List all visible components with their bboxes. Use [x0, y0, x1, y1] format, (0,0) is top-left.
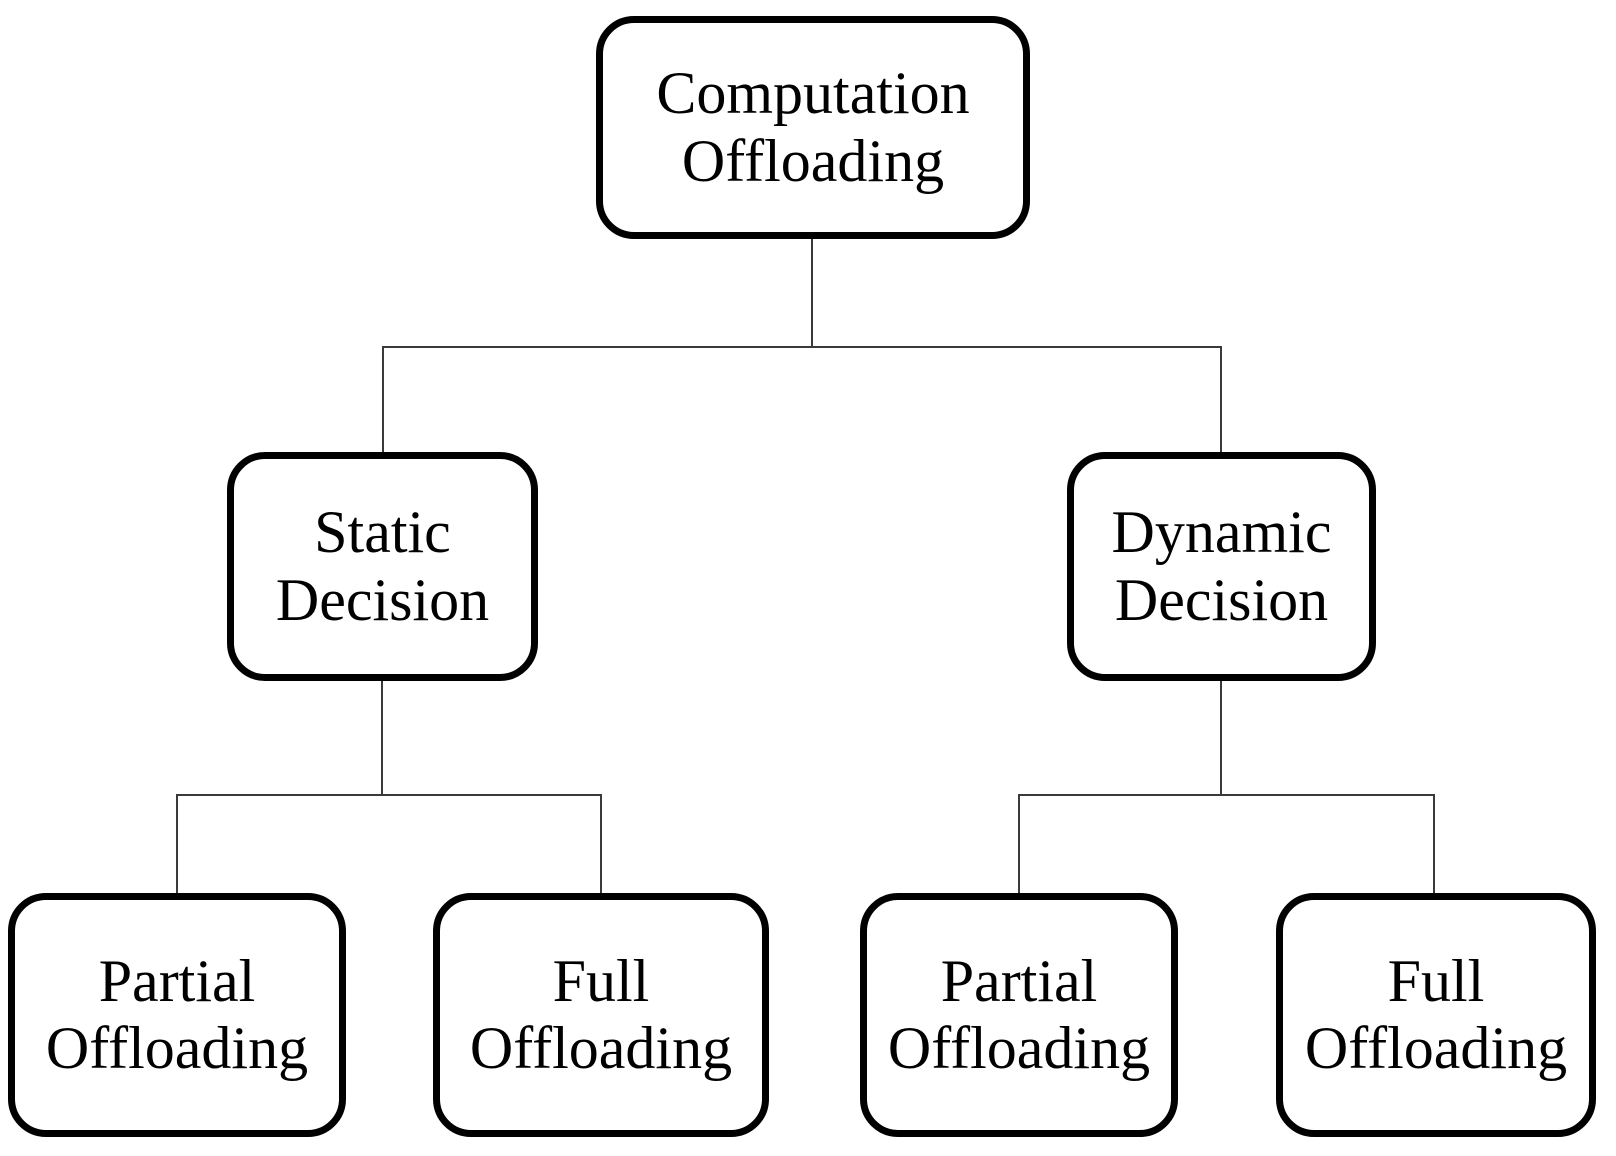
node-dynamic-full-offloading: Full Offloading: [1276, 893, 1596, 1137]
node-label-line: Full: [1387, 947, 1485, 1014]
node-label-line: Offloading: [469, 1015, 733, 1081]
node-static-full-offloading: Full Offloading: [433, 893, 769, 1137]
connector-level1-horizontal: [382, 346, 1222, 348]
connector-dynamic-horizontal: [1018, 794, 1435, 796]
node-dynamic-partial-offloading: Partial Offloading: [860, 893, 1178, 1137]
node-label-line: Offloading: [1304, 1015, 1568, 1081]
connector-drop-to-dynamic: [1220, 346, 1222, 454]
connector-drop-to-dynamic-partial: [1018, 794, 1020, 895]
node-label-line: Decision: [275, 566, 490, 633]
connector-static-horizontal: [176, 794, 602, 796]
node-label-line: Offloading: [681, 127, 945, 194]
node-static-decision: Static Decision: [227, 452, 538, 681]
node-label-line: Static: [314, 499, 451, 566]
node-label-line: Dynamic: [1111, 499, 1332, 566]
node-dynamic-decision: Dynamic Decision: [1067, 452, 1376, 681]
node-label-line: Full: [552, 947, 650, 1014]
node-computation-offloading: Computation Offloading: [596, 16, 1030, 239]
node-label-line: Computation: [656, 60, 970, 127]
connector-drop-to-static: [382, 346, 384, 454]
connector-drop-to-static-full: [600, 794, 602, 895]
node-label-line: Decision: [1114, 566, 1329, 633]
node-label-line: Offloading: [887, 1015, 1151, 1081]
node-static-partial-offloading: Partial Offloading: [8, 893, 346, 1137]
connector-drop-to-dynamic-full: [1433, 794, 1435, 895]
connector-dynamic-stem: [1220, 679, 1222, 796]
connector-drop-to-static-partial: [176, 794, 178, 895]
connector-root-stem: [811, 238, 813, 348]
node-label-line: Partial: [940, 947, 1098, 1014]
node-label-line: Partial: [98, 947, 256, 1014]
node-label-line: Offloading: [45, 1015, 309, 1081]
connector-static-stem: [381, 679, 383, 796]
